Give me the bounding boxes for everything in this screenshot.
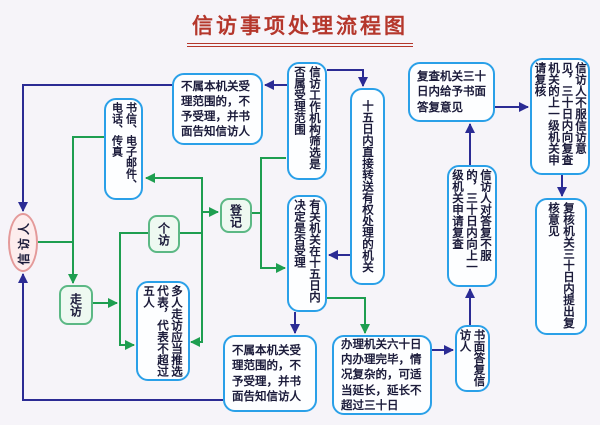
- node-review-request: 信访人对答复不服的，三十日内向上一级机关申请复查: [447, 165, 497, 287]
- node-review-reply: 复查机关三十日内给予书面答复意见: [408, 62, 495, 122]
- flowchart-title-text: 信访事项处理流程图: [187, 10, 413, 47]
- navy-arrow-paths: [18, 69, 567, 401]
- node-individual-visit: 个访: [148, 215, 180, 253]
- node-review-reply-label: 复查机关三十日内给予书面答复意见: [417, 69, 486, 114]
- node-recheck-request-label: 信访人不服信访意见，三十日内向复查机关的上一级机关申请复核: [533, 62, 589, 166]
- node-not-accepted-bottom-label: 不属本机关受理范围的，不予受理，并书面告知信访人: [232, 343, 301, 403]
- node-handle-60-days-label: 办理机关六十日内办理完毕，情况复杂的，可适当延长，延长不超过三十日: [341, 337, 422, 412]
- node-petitioner-label: 信访人: [16, 219, 31, 266]
- node-review-request-label: 信访人对答复不服的，三十日内向上一级机关申请复查: [451, 169, 493, 273]
- node-channels-label: 书信、电子邮件、电话、传真: [110, 102, 138, 190]
- node-screening-label: 信访工作机构筛选是否属受理范围: [293, 66, 322, 170]
- node-handle-60-days: 办理机关六十日内办理完毕，情况复杂的，可适当延长，延长不超过三十日: [332, 335, 432, 415]
- node-decide-15-days-label: 有关机关在十五日内决定是否受理: [293, 199, 322, 303]
- green-arrow-paths: [38, 136, 370, 350]
- node-group-visit-rule: 多人走访应当推选代表，代表不超过五人: [136, 281, 190, 381]
- node-recheck-opinion-label: 复核机关三十日内提出复核意见: [547, 202, 576, 329]
- node-register-label: 登记: [228, 203, 243, 228]
- node-recheck-opinion: 复核机关三十日内提出复核意见: [535, 198, 587, 335]
- node-not-accepted-top: 不属本机关受理范围的，不予受理，并书面告知信访人: [172, 73, 263, 145]
- node-group-visit-rule-label: 多人走访应当推选代表，代表不超过五人: [142, 285, 184, 377]
- node-written-reply-label: 书面答复信访人: [458, 329, 487, 387]
- node-transfer-15-days: 十五日内直接转送有权处理的机关: [350, 88, 385, 285]
- node-screening: 信访工作机构筛选是否属受理范围: [287, 62, 327, 180]
- node-transfer-15-days-label: 十五日内直接转送有权处理的机关: [361, 100, 375, 273]
- node-decide-15-days: 有关机关在十五日内决定是否受理: [287, 195, 327, 312]
- node-walk-in-visit: 走访: [59, 285, 93, 325]
- node-written-reply: 书面答复信访人: [455, 325, 490, 392]
- node-channels: 书信、电子邮件、电话、传真: [104, 98, 143, 200]
- node-petitioner: 信访人: [8, 213, 38, 272]
- node-not-accepted-top-label: 不属本机关受理范围的，不予受理，并书面告知信访人: [181, 78, 250, 139]
- node-recheck-request: 信访人不服信访意见，三十日内向复查机关的上一级机关申请复核: [530, 58, 590, 175]
- node-individual-visit-label: 个访: [156, 222, 171, 246]
- flowchart-title: 信访事项处理流程图: [0, 10, 600, 47]
- node-not-accepted-bottom: 不属本机关受理范围的，不予受理，并书面告知信访人: [223, 335, 317, 412]
- node-walk-in-visit-label: 走访: [68, 293, 83, 317]
- node-register: 登记: [220, 198, 252, 233]
